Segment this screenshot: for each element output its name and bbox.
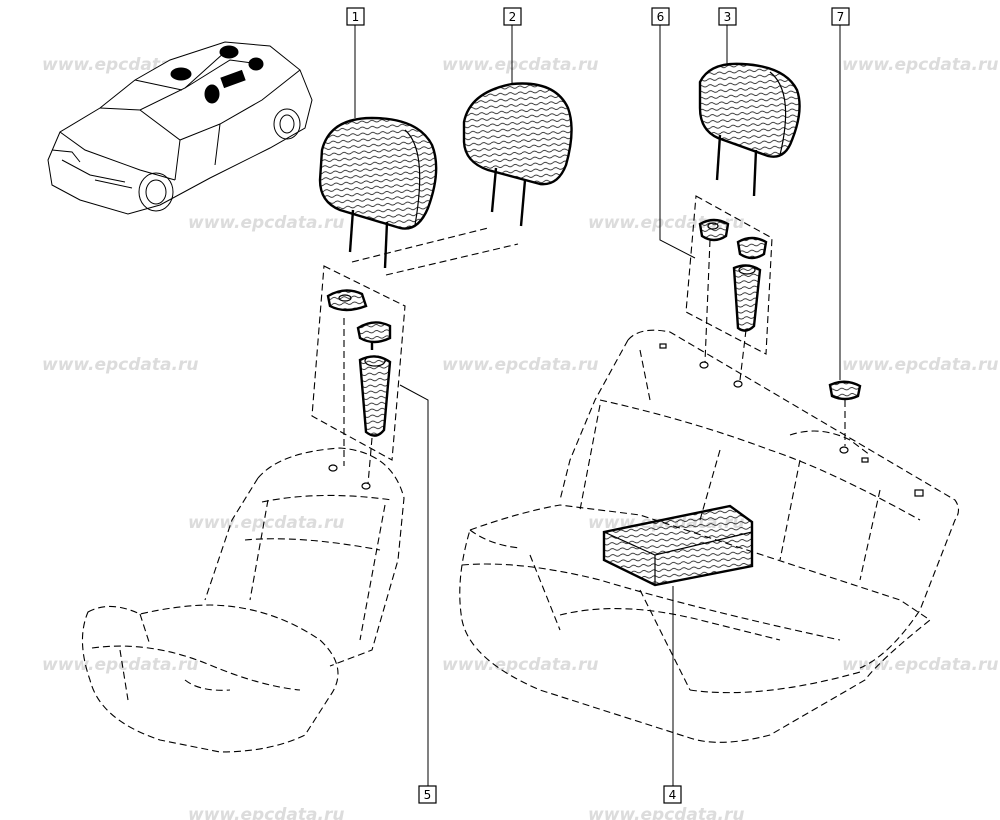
- callout-label-1: 1: [346, 7, 365, 26]
- callout-number: 3: [724, 10, 732, 24]
- front-headrest-1: [318, 116, 438, 269]
- watermark-text: www.epcdata.ru: [188, 805, 344, 820]
- callout-number: 4: [669, 788, 677, 802]
- watermark-layer: www.epcdata.ru www.epcdata.ru www.epcdat…: [42, 55, 998, 820]
- watermark-text: www.epcdata.ru: [842, 655, 998, 675]
- car-illustration: [47, 41, 313, 215]
- rear-headrest-3: [698, 62, 801, 197]
- callout-label-6: 6: [651, 7, 670, 26]
- watermark-text: www.epcdata.ru: [842, 55, 998, 75]
- headrest-location-icon: [219, 45, 239, 59]
- callout-number: 7: [837, 10, 845, 24]
- callout-label-7: 7: [831, 7, 850, 26]
- watermark-text: www.epcdata.ru: [188, 213, 344, 233]
- watermark-text: www.epcdata.ru: [842, 355, 998, 375]
- callout-number: 5: [424, 788, 432, 802]
- front-seat: [81, 447, 405, 753]
- callout-number: 1: [352, 10, 360, 24]
- watermark-text: www.epcdata.ru: [442, 55, 598, 75]
- watermark-text: www.epcdata.ru: [188, 513, 344, 533]
- callout-number: 2: [509, 10, 517, 24]
- front-headrest-2: [462, 82, 573, 227]
- armrest-location-icon: [220, 69, 246, 89]
- callout-leaders: [354, 25, 841, 786]
- callout-label-2: 2: [503, 7, 522, 26]
- callout-label-5: 5: [418, 785, 437, 804]
- headrest-location-icon: [170, 67, 192, 81]
- armrest-4: [602, 504, 754, 587]
- watermark-text: www.epcdata.ru: [42, 355, 198, 375]
- rear-bench-seat: [459, 329, 960, 743]
- watermark-text: www.epcdata.ru: [442, 355, 598, 375]
- front-guide-assembly: [311, 265, 406, 485]
- callout-label-3: 3: [718, 7, 737, 26]
- rear-guide-assembly: [685, 195, 773, 381]
- callout-number: 6: [657, 10, 665, 24]
- plug-cap-7: [828, 380, 862, 446]
- watermark-text: www.epcdata.ru: [42, 655, 198, 675]
- headrest-location-icon: [204, 84, 220, 104]
- watermark-text: www.epcdata.ru: [442, 655, 598, 675]
- watermark-text: www.epcdata.ru: [588, 805, 744, 820]
- headrest-location-icon: [248, 57, 264, 71]
- callout-label-4: 4: [663, 785, 682, 804]
